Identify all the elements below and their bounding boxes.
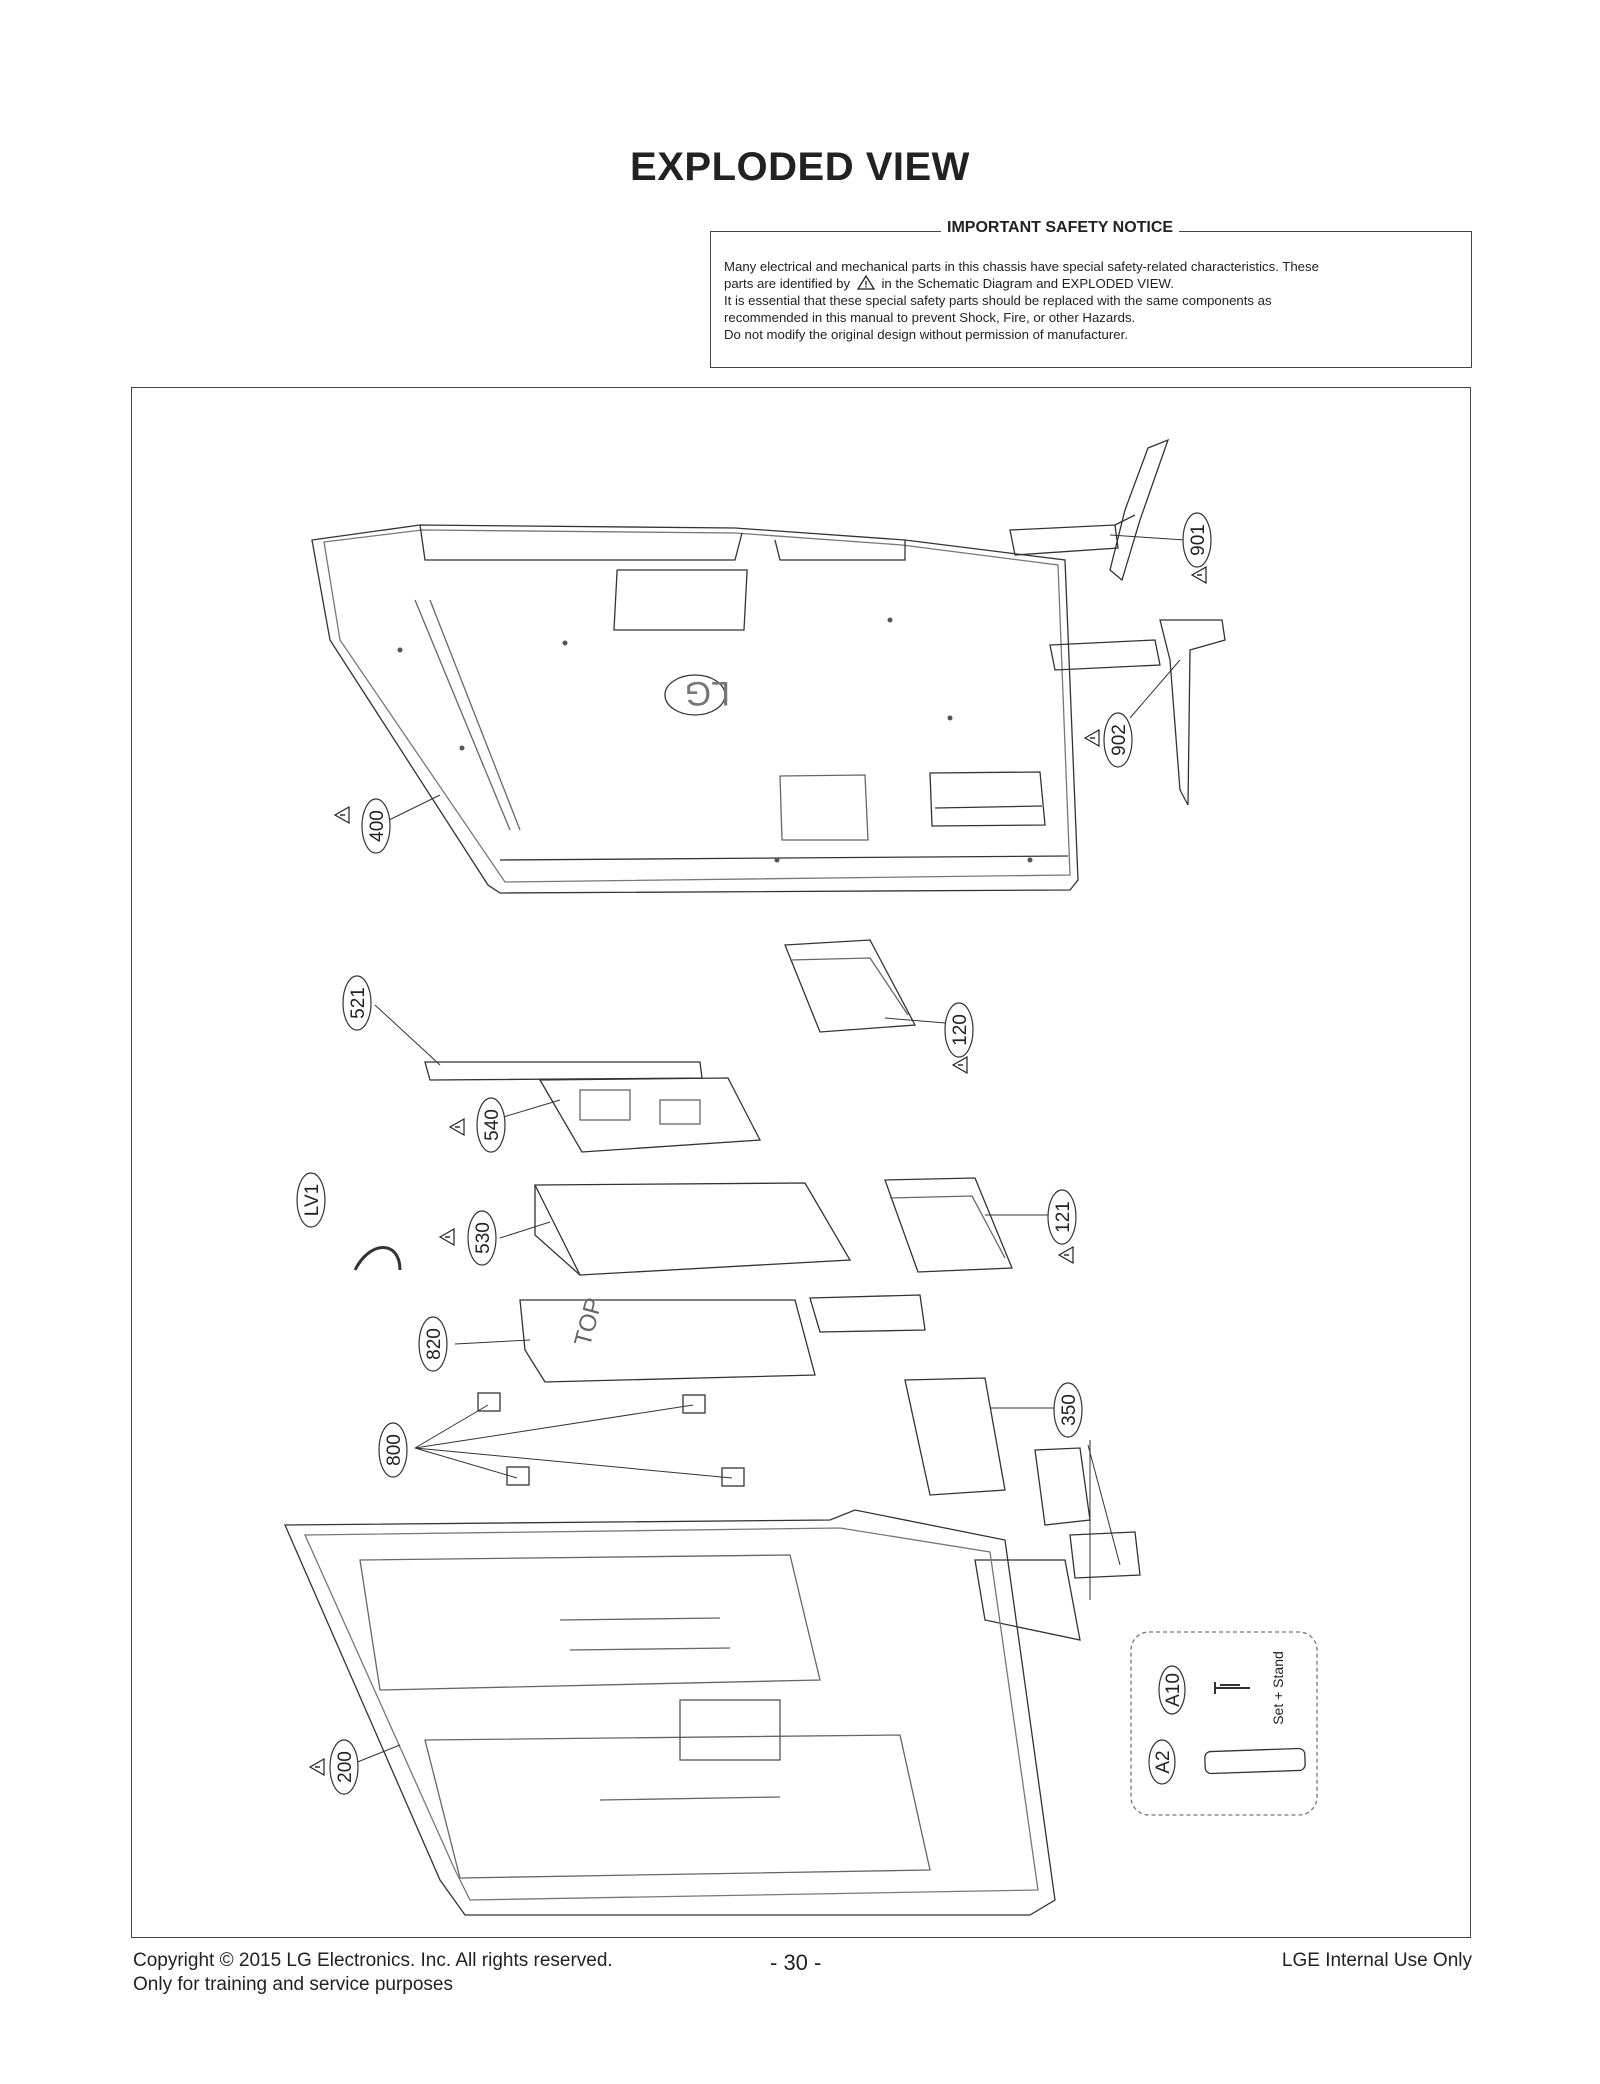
svg-text:LG: LG [685, 674, 730, 712]
svg-text:!: ! [864, 280, 867, 290]
part-label-902: 902 [1109, 724, 1130, 756]
back-cover-drawing: LG [311, 524, 1079, 894]
notice-line-3: It is essential that these special safet… [724, 293, 1272, 308]
panel-chassis-drawing [284, 1509, 1056, 1916]
shield-sheet-drawing: TOP [519, 1295, 816, 1383]
power-supply-drawing [784, 939, 917, 1033]
notice-line-1: Many electrical and mechanical parts in … [724, 259, 1319, 274]
remote-control-icon [1204, 1747, 1306, 1775]
insulator-sheet-drawing [533, 1182, 852, 1276]
stand-lower-drawing [1049, 619, 1226, 806]
part-label-540: 540 [482, 1109, 503, 1141]
screw-icon [1214, 1682, 1250, 1694]
power-supply-alt-drawing [884, 1177, 1013, 1273]
part-label-400: 400 [367, 810, 388, 842]
accessory-inset: Set + Stand [1130, 1631, 1318, 1816]
notice-line-4: recommended in this manual to prevent Sh… [724, 310, 1136, 325]
main-board-drawing [538, 1077, 762, 1153]
page-title: EXPLODED VIEW [630, 145, 970, 189]
safety-notice-box: IMPORTANT SAFETY NOTICE Many electrical … [710, 219, 1472, 368]
part-label-lv1: LV1 [302, 1184, 323, 1216]
safety-notice-title: IMPORTANT SAFETY NOTICE [941, 219, 1180, 237]
exploded-view-frame [131, 387, 1471, 1938]
stand-upper-drawing [1009, 438, 1170, 582]
warning-triangle-icon: ! [856, 274, 875, 290]
cable-drawing [353, 1246, 402, 1271]
part-label-a2: A2 [1153, 1750, 1174, 1773]
part-label-200: 200 [335, 1751, 356, 1783]
notice-line-5: Do not modify the original design withou… [724, 327, 1128, 342]
part-label-800: 800 [384, 1434, 405, 1466]
inset-label: Set + Stand [1270, 1651, 1286, 1725]
part-label-521: 521 [348, 987, 369, 1019]
speaker-bar-drawing [424, 1061, 703, 1081]
part-label-350: 350 [1059, 1394, 1080, 1426]
footer-copyright: Copyright © 2015 LG Electronics. Inc. Al… [133, 1950, 613, 1971]
part-label-901: 901 [1188, 524, 1209, 556]
part-label-a10: A10 [1163, 1673, 1184, 1707]
notice-line-2b: in the Schematic Diagram and EXPLODED VI… [881, 276, 1174, 291]
notice-line-2a: parts are identified by [724, 276, 851, 291]
part-label-120: 120 [950, 1014, 971, 1046]
footer-purpose: Only for training and service purposes [133, 1974, 453, 1995]
holder-drawings [477, 1392, 745, 1487]
footer-internal: LGE Internal Use Only [1281, 1950, 1472, 1971]
part-label-121: 121 [1053, 1201, 1074, 1233]
svg-text:TOP: TOP [569, 1295, 608, 1349]
notice-line-2: parts are identified by ! in the Schemat… [724, 274, 1458, 292]
safety-notice-body: Many electrical and mechanical parts in … [724, 258, 1458, 343]
leader-lines [349, 534, 1186, 1766]
part-label-530: 530 [473, 1222, 494, 1254]
part-label-820: 820 [424, 1328, 445, 1360]
page-number: - 30 - [770, 1950, 822, 1975]
